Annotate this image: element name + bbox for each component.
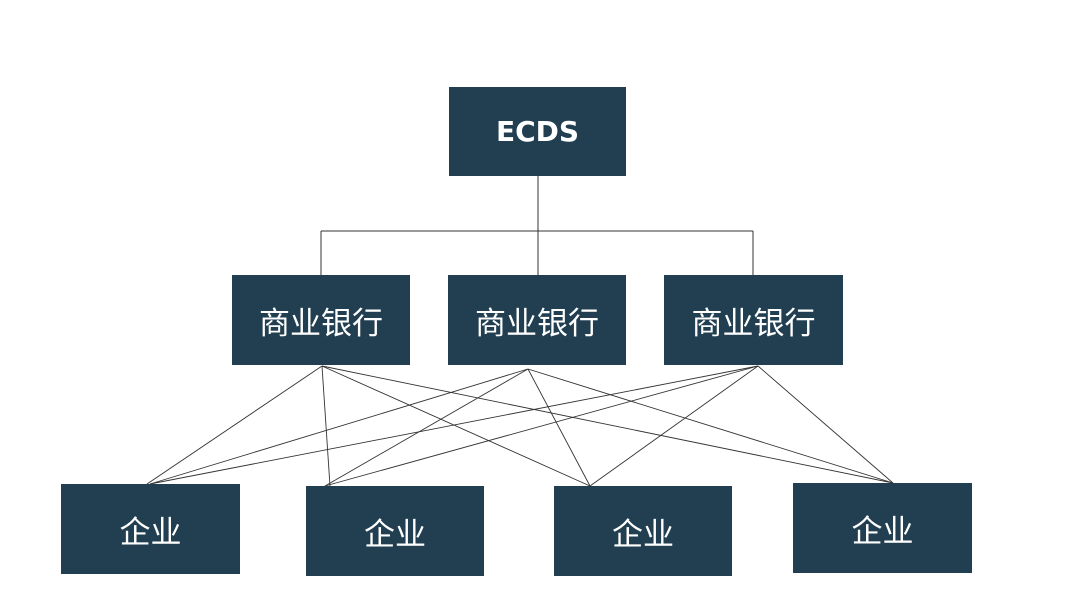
link-bank3-ent2 bbox=[324, 365, 759, 487]
link-bank2-ent3 bbox=[527, 368, 591, 487]
bank-node: 商业银行 bbox=[664, 275, 843, 365]
enterprise-node: 企业 bbox=[61, 484, 240, 574]
bank-node: 商业银行 bbox=[232, 275, 410, 365]
enterprise-node: 企业 bbox=[793, 483, 972, 573]
enterprise-label: 企业 bbox=[119, 514, 182, 551]
tree-connectors bbox=[320, 176, 754, 275]
link-bank1-ent2 bbox=[321, 365, 331, 487]
link-bank1-ent3 bbox=[321, 365, 591, 487]
enterprise-label: 企业 bbox=[612, 516, 674, 553]
link-bank2-ent4 bbox=[527, 368, 894, 484]
enterprise-node: 企业 bbox=[306, 486, 484, 576]
enterprise-label: 企业 bbox=[851, 513, 914, 550]
enterprise-node: 企业 bbox=[554, 486, 732, 576]
link-bank2-ent2 bbox=[324, 368, 529, 487]
link-bank1-ent4 bbox=[321, 365, 894, 484]
link-bank3-ent1 bbox=[149, 365, 759, 485]
ecds-node: ECDS bbox=[449, 87, 626, 176]
link-bank3-ent4 bbox=[757, 365, 894, 484]
bank-label: 商业银行 bbox=[691, 305, 816, 342]
bank-node: 商业银行 bbox=[448, 275, 626, 365]
link-bank2-ent1 bbox=[149, 368, 529, 485]
bank-label: 商业银行 bbox=[259, 305, 383, 342]
ecds-label: ECDS bbox=[495, 115, 580, 148]
link-bank1-ent1 bbox=[146, 365, 323, 485]
mesh-connectors bbox=[146, 365, 894, 487]
enterprise-label: 企业 bbox=[364, 516, 426, 553]
bank-label: 商业银行 bbox=[475, 305, 599, 342]
link-bank3-ent3 bbox=[589, 365, 759, 487]
